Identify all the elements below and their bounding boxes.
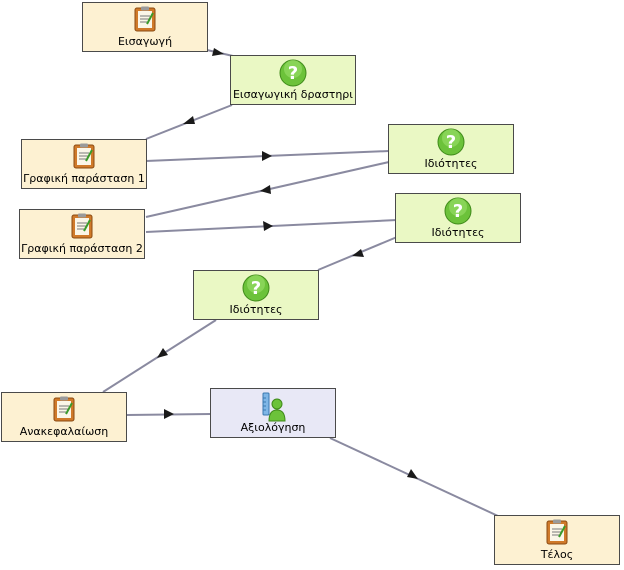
svg-text:?: ? <box>453 201 463 222</box>
node-telos[interactable]: Τέλος <box>494 515 620 565</box>
node-eisagogi[interactable]: Εισαγωγή <box>82 2 208 52</box>
document-icon <box>134 6 156 32</box>
svg-text:?: ? <box>446 132 456 153</box>
node-idiotites-1[interactable]: ? Ιδιότητες <box>388 124 514 174</box>
arrowhead <box>260 185 271 194</box>
node-grafiki1[interactable]: Γραφική παράσταση 1 <box>21 139 147 189</box>
document-icon <box>71 213 93 239</box>
document-icon <box>53 396 75 422</box>
node-label: Γραφική παράσταση 2 <box>21 242 143 255</box>
node-label: Γραφική παράσταση 1 <box>23 172 145 185</box>
question-icon: ? <box>437 128 465 156</box>
arrowhead <box>164 409 174 419</box>
question-icon: ? <box>444 197 472 225</box>
svg-text:?: ? <box>251 278 261 299</box>
assessment-icon <box>262 392 286 422</box>
question-icon: ? <box>279 59 307 87</box>
arrowhead <box>263 221 273 231</box>
node-grafiki2[interactable]: Γραφική παράσταση 2 <box>19 209 145 259</box>
arrowhead <box>407 469 418 479</box>
svg-text:?: ? <box>288 63 298 84</box>
node-anakefalaiosi[interactable]: Ανακεφαλαίωση <box>1 392 127 442</box>
node-label: Αξιολόγηση <box>240 421 306 434</box>
node-idiotites-2[interactable]: ? Ιδιότητες <box>395 193 521 243</box>
document-icon <box>546 519 568 545</box>
arrowhead <box>212 48 224 56</box>
node-label: Εισαγωγή <box>117 35 173 48</box>
node-idiotites-3[interactable]: ? Ιδιότητες <box>193 270 319 320</box>
node-label: Ανακεφαλαίωση <box>19 425 109 438</box>
node-eisagogiki[interactable]: ? Εισαγωγική δραστηρι <box>230 55 356 105</box>
document-icon <box>73 143 95 169</box>
arrowhead <box>262 151 272 161</box>
node-label: Ιδιότητες <box>229 303 283 316</box>
node-label: Ιδιότητες <box>424 157 478 170</box>
arrowhead <box>183 116 195 124</box>
arrowhead <box>352 249 364 257</box>
node-axiologisi[interactable]: Αξιολόγηση <box>210 388 336 438</box>
node-label: Εισαγωγική δραστηρι <box>232 88 354 101</box>
arrowhead <box>157 348 168 358</box>
question-icon: ? <box>242 274 270 302</box>
node-label: Τέλος <box>540 548 574 561</box>
node-label: Ιδιότητες <box>431 226 485 239</box>
